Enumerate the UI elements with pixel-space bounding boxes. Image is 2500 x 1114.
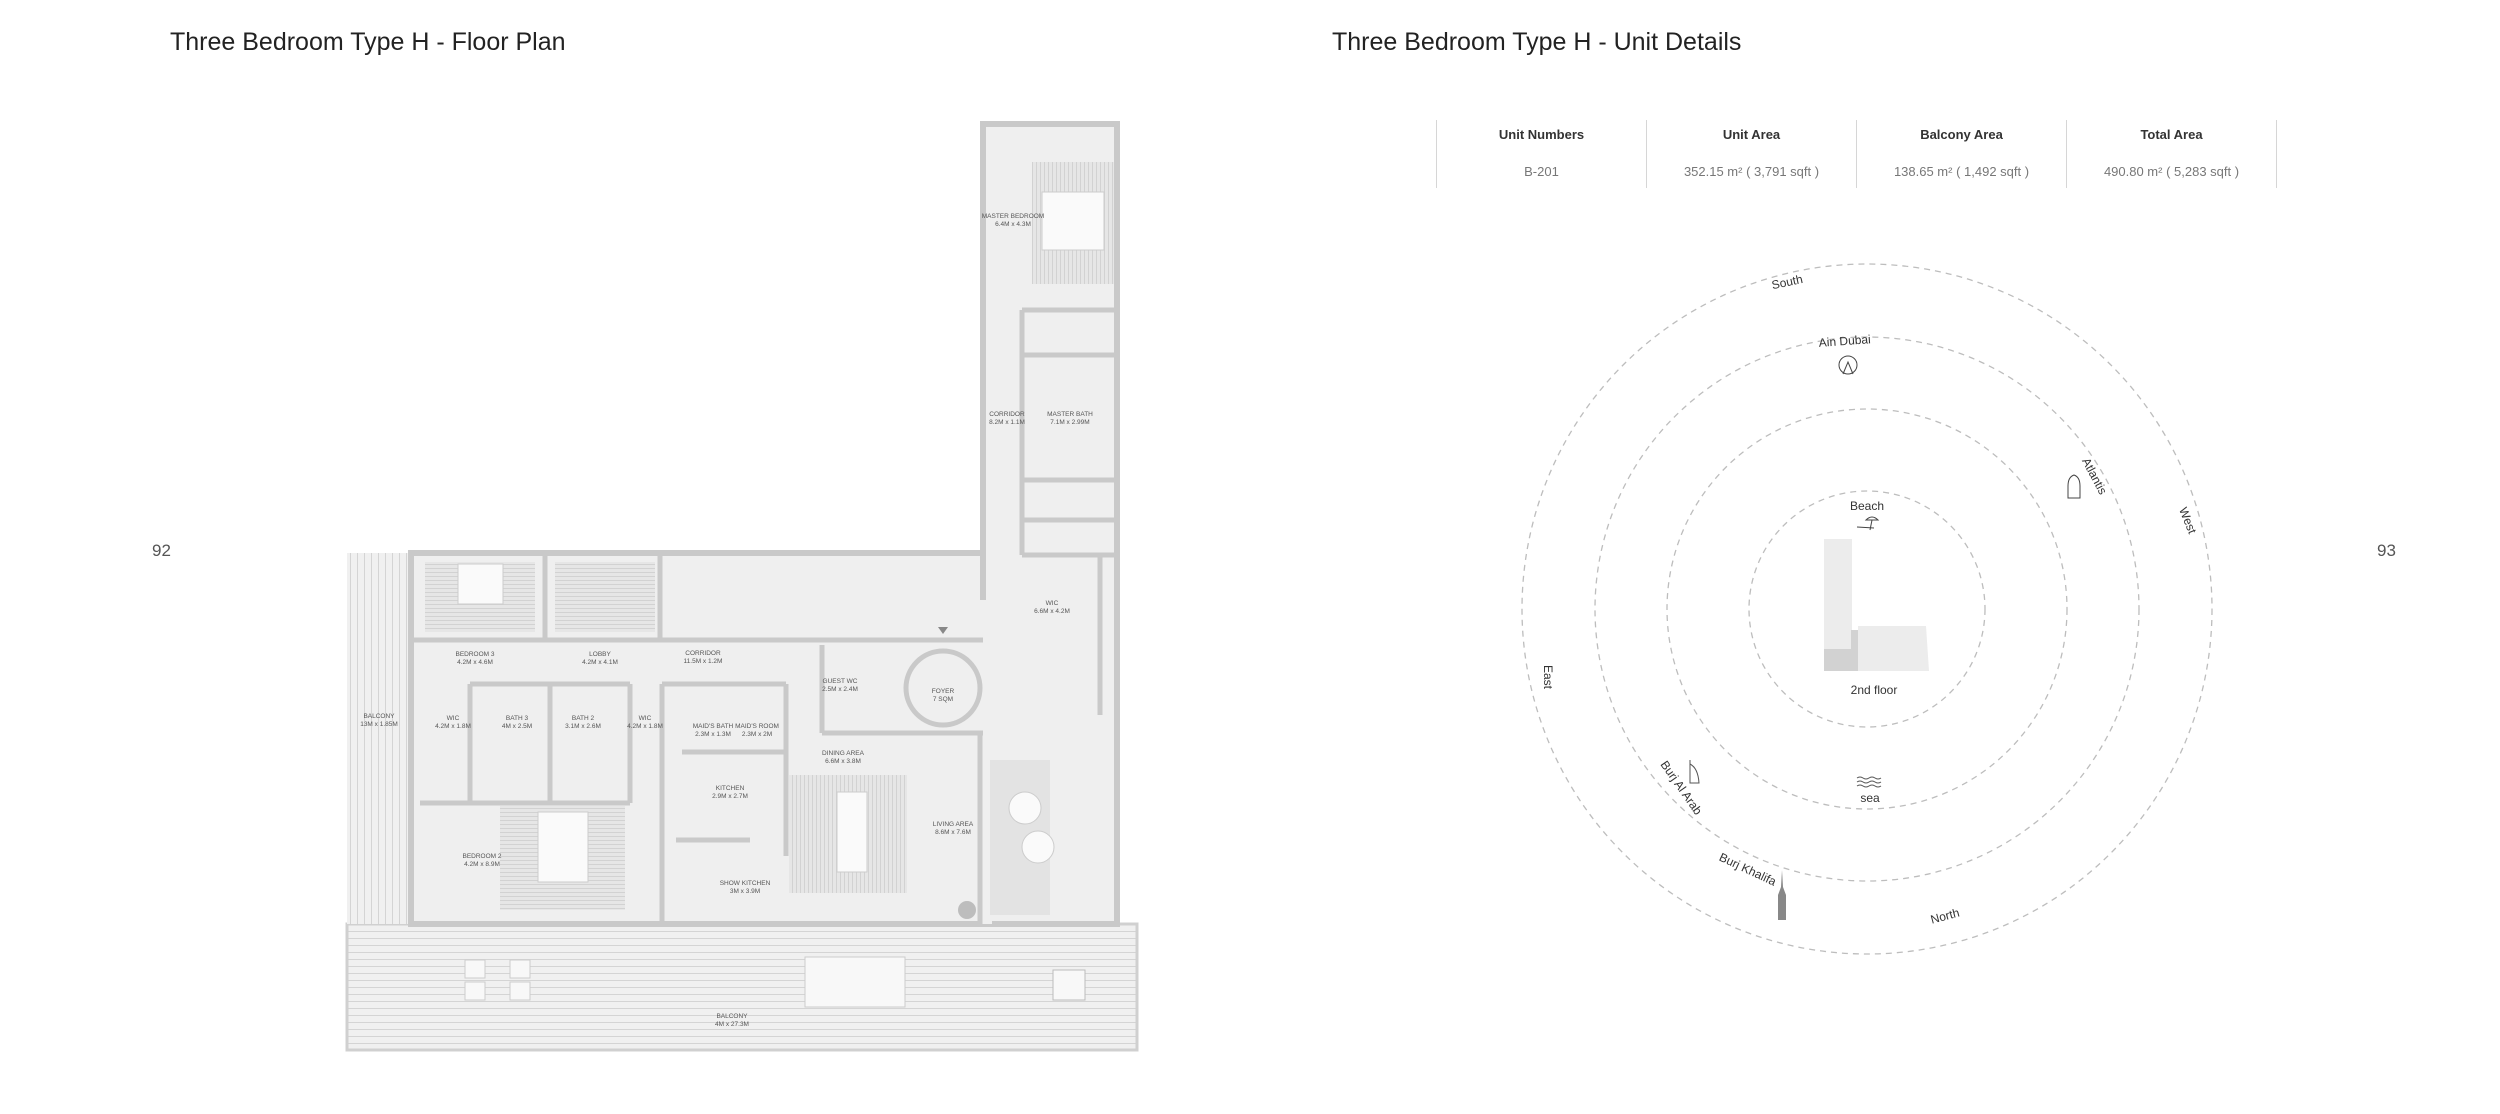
landmark-burj-khalifa: Burj Khalifa [1717, 850, 1779, 889]
junction [980, 600, 992, 924]
foyer-rotunda [903, 648, 983, 728]
atlantis-icon [2067, 474, 2081, 499]
dining-table-icon [836, 791, 868, 873]
bed-icon [537, 811, 589, 883]
coffee-table-icon [1021, 830, 1055, 864]
header-cell: Balcony Area [1920, 127, 2003, 142]
header-cell: Unit Numbers [1498, 127, 1585, 142]
value-cell: 352.15 m² ( 3,791 sqft ) [1683, 164, 1820, 179]
burj-al-arab-icon [1689, 760, 1700, 784]
chair-icon [509, 959, 531, 979]
col-total-area: Total Area 490.80 m² ( 5,283 sqft ) [2066, 120, 2277, 188]
landmark-atlantis: Atlantis [2079, 455, 2110, 496]
landmark-burj-al-arab: Burj Al Arab [1658, 758, 1706, 818]
floor-plan-title: Three Bedroom Type H - Floor Plan [170, 28, 566, 56]
direction-north: North [1929, 906, 1961, 927]
direction-west: West [2176, 505, 2199, 536]
sea-waves-icon [1856, 776, 1882, 788]
ferris-wheel-icon [1838, 355, 1858, 375]
bed-icon [1041, 191, 1105, 251]
building-footprint [1824, 539, 1929, 671]
coffee-table-icon [1008, 791, 1042, 825]
direction-east: East [1541, 665, 1555, 690]
side-balcony [347, 553, 411, 924]
entrance-arrow-icon [938, 627, 948, 634]
chair-icon [509, 981, 531, 1001]
rug [555, 562, 655, 632]
direction-south: South [1770, 272, 1804, 292]
interior-walls [411, 307, 1117, 924]
value-cell: 138.65 m² ( 1,492 sqft ) [1893, 164, 2030, 179]
landmark-sea: sea [1860, 791, 1880, 805]
floor-label: 2nd floor [1851, 683, 1898, 697]
col-balcony-area: Balcony Area 138.65 m² ( 1,492 sqft ) [1856, 120, 2066, 188]
beach-umbrella-icon [1856, 516, 1880, 531]
plant-icon [958, 901, 976, 919]
chair-icon [464, 959, 486, 979]
balcony-table-icon [1052, 969, 1086, 1001]
distance-rings [1521, 263, 2213, 955]
col-unit-area: Unit Area 352.15 m² ( 3,791 sqft ) [1646, 120, 1856, 188]
value-cell: 490.80 m² ( 5,283 sqft ) [2103, 164, 2240, 179]
burj-khalifa-icon [1778, 870, 1786, 920]
bed-icon [457, 563, 504, 605]
page-number-left: 92 [152, 541, 171, 560]
value-cell: B-201 [1524, 164, 1559, 179]
landmark-beach: Beach [1850, 499, 1884, 513]
header-cell: Unit Area [1722, 127, 1781, 142]
header-cell: Total Area [2140, 127, 2203, 142]
unit-details-title: Three Bedroom Type H - Unit Details [1332, 28, 1742, 56]
landmark-ain-dubai: Ain Dubai [1818, 332, 1871, 350]
page-number-right: 93 [2377, 541, 2396, 560]
chair-icon [464, 981, 486, 1001]
balcony-dining-table-icon [804, 956, 906, 1008]
orientation-diagram: 2nd floor South West East North Ain Duba… [1521, 263, 2213, 955]
